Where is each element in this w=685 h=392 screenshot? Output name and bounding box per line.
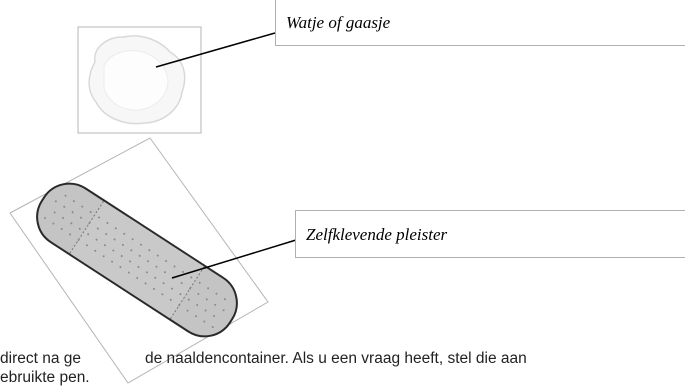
instruction-line-1-left: direct na ge — [0, 350, 81, 367]
plaster-pointer-line — [171, 239, 297, 279]
plaster-label-text: Zelfklevende pleister — [306, 225, 448, 244]
plaster-label: Zelfklevende pleister — [295, 210, 685, 258]
instruction-line-2: ebruikte pen. — [0, 369, 90, 386]
cotton-ball-icon — [88, 35, 186, 125]
cotton-label-text: Watje of gaasje — [286, 13, 391, 32]
plaster-icon — [36, 182, 238, 338]
cotton-pointer-line — [155, 32, 276, 68]
instruction-line-1-right: de naaldencontainer. Als u een vraag hee… — [145, 350, 527, 367]
instruction-text: direct na ge de naaldencontainer. Als u e… — [0, 349, 685, 387]
cotton-label: Watje of gaasje — [275, 0, 685, 46]
instruction-line-1: direct na ge de naaldencontainer. Als u e… — [0, 349, 685, 368]
